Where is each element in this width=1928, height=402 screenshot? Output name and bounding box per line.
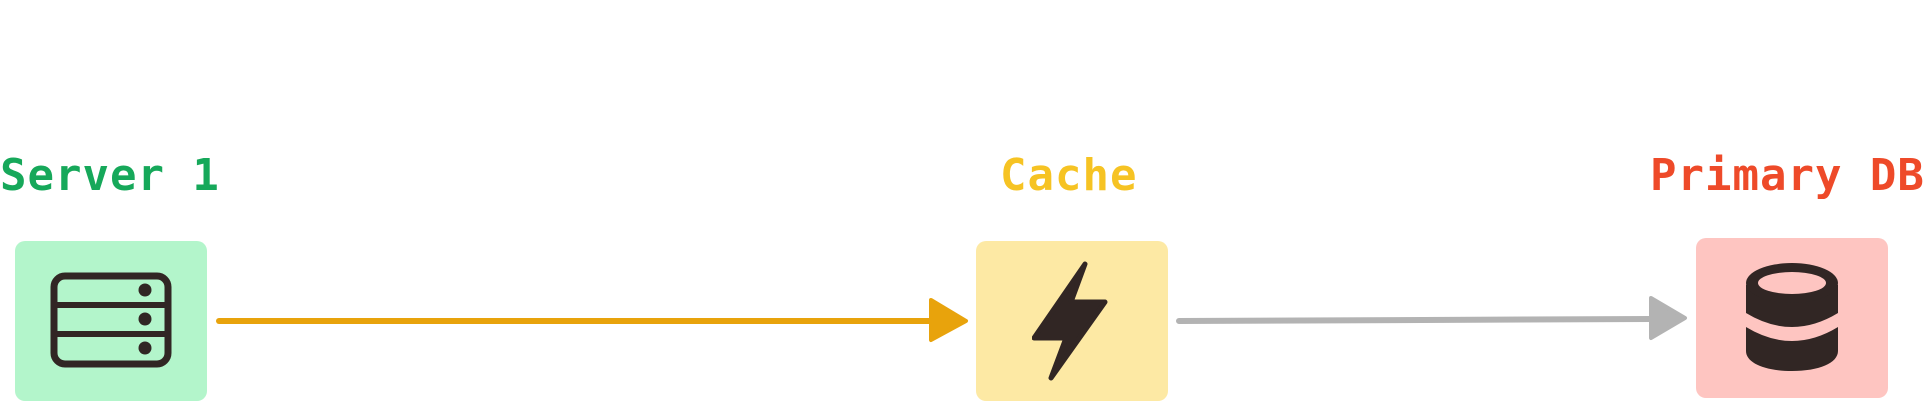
node-server[interactable]: [15, 241, 207, 401]
server-rack-icon: [50, 272, 172, 368]
edge-server-to-cache: [216, 298, 968, 342]
edge-cache-to-db: [1176, 296, 1687, 340]
node-label-server: Server 1: [0, 150, 220, 201]
database-icon: [1746, 263, 1838, 371]
lightning-bolt-icon: [1032, 261, 1108, 381]
node-label-cache: Cache: [1000, 150, 1138, 201]
node-label-db: Primary DB: [1650, 150, 1925, 201]
node-db[interactable]: [1696, 238, 1888, 398]
node-cache[interactable]: [976, 241, 1168, 401]
